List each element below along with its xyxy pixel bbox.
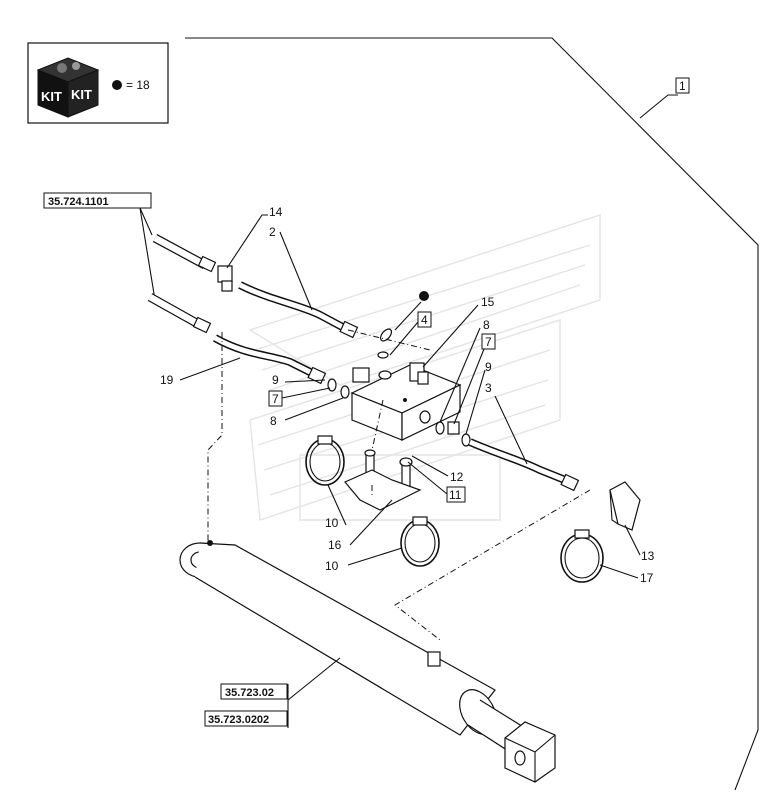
o-ring-18 xyxy=(379,328,393,342)
callout-8-left: 8 xyxy=(270,414,277,428)
cylinder-ref-leader xyxy=(287,657,341,701)
pipe-19 xyxy=(213,334,327,385)
callout-17: 17 xyxy=(640,571,654,585)
hose-ref-box xyxy=(43,192,152,209)
hose-lower xyxy=(147,293,212,334)
kit-legend-box: KIT KIT = 18 xyxy=(27,42,169,124)
callout-10-upper: 10 xyxy=(325,516,339,530)
centerline-left xyxy=(207,332,223,545)
centerline-top xyxy=(347,329,431,351)
cylinder-ref-2: 35.723.0202 xyxy=(208,714,269,726)
cylinder-ref-box-1 xyxy=(220,683,288,700)
leader-14 xyxy=(226,214,268,269)
kit-item-18-dot xyxy=(419,291,429,301)
hose-clamp-17 xyxy=(560,529,604,583)
hose-clamp-10-upper xyxy=(305,435,345,486)
leader-8-right xyxy=(439,327,481,423)
callout-8-right: 8 xyxy=(483,318,490,332)
leader-8-left xyxy=(284,397,344,421)
leader-12 xyxy=(411,455,449,477)
leader-15 xyxy=(422,304,479,368)
leader-10-lower xyxy=(347,547,403,566)
callout-14: 14 xyxy=(269,205,283,219)
callout-4: 4 xyxy=(421,313,428,327)
callout-12: 12 xyxy=(450,470,464,484)
washer-4 xyxy=(377,351,389,359)
seal-8-right xyxy=(435,421,445,435)
centerline-right xyxy=(394,489,591,641)
leader-17 xyxy=(599,564,639,579)
callout-13: 13 xyxy=(641,549,655,563)
hose-clamp-10-lower xyxy=(400,516,440,567)
callout-box-11 xyxy=(446,486,466,503)
leader-13 xyxy=(624,524,641,556)
valve-block xyxy=(350,364,462,441)
leader-10-upper xyxy=(327,484,347,526)
callout-9-left: 9 xyxy=(272,373,279,387)
assembly-bracket-line xyxy=(185,37,759,791)
pipe-2 xyxy=(238,281,359,339)
bracket-13 xyxy=(609,481,641,531)
leader-4 xyxy=(389,321,419,356)
kit-legend-text: = 18 xyxy=(126,78,150,92)
callout-11: 11 xyxy=(449,488,462,502)
leader-11 xyxy=(407,461,448,495)
callout-3: 3 xyxy=(485,381,492,395)
leader-18 xyxy=(394,301,422,331)
callout-1: 1 xyxy=(679,79,686,93)
callout-box-7-left xyxy=(268,390,283,407)
leader-19 xyxy=(179,357,241,381)
leader-3 xyxy=(494,395,528,465)
hose-ref-leader xyxy=(139,207,156,301)
block-port-fitting xyxy=(352,367,370,383)
callout-box-7-right xyxy=(481,333,496,350)
callout-box-4 xyxy=(417,311,432,328)
callout-9-right: 9 xyxy=(485,360,492,374)
o-ring-9-left xyxy=(327,378,337,392)
kit-icon-label-right: KIT xyxy=(71,87,92,102)
hose-upper xyxy=(152,234,217,273)
leader-1 xyxy=(639,94,678,119)
callout-7-right: 7 xyxy=(485,335,492,349)
leader-9-right xyxy=(465,369,486,435)
callout-box-1 xyxy=(675,77,690,94)
leader-2 xyxy=(279,231,313,311)
centerline-bolt xyxy=(371,399,384,495)
callout-15: 15 xyxy=(481,295,495,309)
hose-ref-label: 35.724.1101 xyxy=(48,196,109,208)
leader-7-left xyxy=(281,387,331,399)
seal-8-left xyxy=(340,385,350,399)
leader-9-left xyxy=(284,379,326,383)
cylinder-ref-1: 35.723.02 xyxy=(225,687,274,699)
callout-10-lower: 10 xyxy=(325,559,339,573)
callout-19: 19 xyxy=(160,373,174,387)
elbow-fitting-15 xyxy=(409,362,429,385)
callout-7-left: 7 xyxy=(272,392,279,406)
kit-icon-label-left: KIT xyxy=(41,89,62,104)
leader-7-right xyxy=(453,348,485,425)
kit-box-icon: KIT KIT xyxy=(36,57,100,118)
hydraulic-cylinder xyxy=(179,540,556,783)
callout-2: 2 xyxy=(269,225,276,239)
callout-16: 16 xyxy=(328,538,342,552)
kit-bullet-icon xyxy=(112,80,122,90)
adapter-7-right xyxy=(447,421,460,435)
o-ring-9-right xyxy=(461,433,471,447)
plate-16 xyxy=(344,469,422,511)
pipe-3 xyxy=(468,438,580,492)
cylinder-ref-box-2 xyxy=(204,710,288,727)
elbow-fitting-14 xyxy=(217,265,233,292)
leader-16 xyxy=(349,499,393,546)
